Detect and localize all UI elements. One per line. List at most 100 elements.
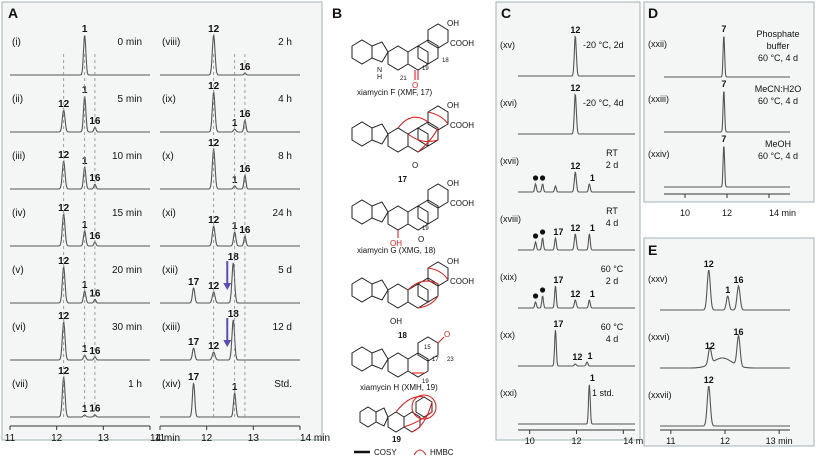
chromatogram-line [660,333,790,369]
peak-label: 12 [58,366,70,377]
trace-condition-label-2: 2 d [606,276,619,286]
trace-roman-label: (v) [12,265,24,276]
chromatogram-line [518,34,635,77]
dot-marker [539,229,546,235]
structure-xmf-c21: 21 [400,76,407,82]
trace-roman-label: (x) [162,151,174,162]
chromatogram-line [518,384,635,425]
chromatogram-line [10,320,150,361]
trace-time-label: 30 min [112,322,142,333]
structure-xmf-o-atom: O [412,81,418,90]
panel-b-letter: B [332,5,342,21]
x-tick-label: 10 [525,436,535,446]
structure-xmf-n: N [377,67,382,74]
structure-xmf-h: H [377,74,382,81]
peak-label: 1 [588,351,593,361]
panel-d-box [643,1,815,203]
peak-label: 12 [570,25,580,35]
peak-label: 7 [721,79,726,89]
peak-label: 12 [208,24,220,35]
peak-label: 1 [590,373,595,383]
chromatogram-line [664,146,790,188]
trace-time-label: 20 min [112,265,142,276]
trace-condition-label: RT [606,206,618,216]
panel-c-trace-xxi: (xxi) 1 std. 1 [500,373,635,425]
trace-condition-label: 1 std. [592,388,614,398]
trace-condition-label-2: 60 °C, 4 d [758,151,798,161]
trace-roman-label: (xv) [500,40,515,50]
compound-label-19: 19 [392,435,401,444]
trace-time-label: Std. [274,379,292,390]
chromatogram-line [660,385,790,427]
structure-xmg-oh-red: OH [390,239,402,248]
trace-roman-label: (xxvii) [648,390,672,400]
structure-xmf-c18: 18 [442,58,449,64]
structure-17-cooh: COOH [450,121,474,130]
trace-condition-label-2: 2 d [606,160,619,170]
peak-label: 12 [704,259,714,269]
trace-time-label: 5 min [118,94,142,105]
trace-condition-label-2: buffer [767,41,790,51]
peak-label: 1 [590,173,595,183]
peak-label: 17 [188,337,200,348]
x-tick-label: 12 [722,208,732,218]
trace-roman-label: (xxi) [500,388,517,398]
trace-roman-label: (xvi) [500,98,517,108]
peak-label: 16 [734,275,744,285]
trace-time-label: 0 min [118,37,142,48]
chromatogram-line [160,319,300,361]
dot-marker [532,175,539,181]
trace-condition-label: 60 °C [601,264,624,274]
trace-roman-label: (iv) [12,208,26,219]
x-tick-label: 12 [51,433,63,444]
peak-label: 12 [572,352,582,362]
trace-roman-label: (xviii) [500,214,521,224]
chromatogram-line [160,147,300,190]
panel-b-structures: B O OH COOH N H 21 19 18 xiamycin F (XMF… [332,5,474,457]
chromatogram-line [160,382,300,418]
peak-label: 16 [734,327,744,337]
chromatogram-line [660,269,790,311]
trace-time-label: 15 min [112,208,142,219]
structure-17-oh: OH [447,101,459,110]
structure-17-correlations: OH COOH O [351,101,474,170]
panel-c-box [495,1,641,441]
x-tick-label: 11 [666,436,675,446]
trace-condition-label-1: MeOH [765,139,791,149]
trace-time-label: 12 d [273,322,292,333]
trace-time-label: 4 h [278,94,292,105]
trace-roman-label: (xiv) [162,379,181,390]
trace-roman-label: (xii) [162,265,178,276]
peak-label: 1 [82,220,88,231]
structure-xmg: OH OH COOH O 19 [351,179,474,248]
hmbc-legend-arrow [413,449,427,456]
peak-label: 17 [188,372,200,383]
peak-label: 12 [58,203,70,214]
structure-xmg-cooh: COOH [450,199,474,208]
trace-condition-label-2: 4 d [606,218,619,228]
trace-condition-label-1: Phosphate [756,29,799,39]
structure-xmg-oh: OH [447,179,459,188]
x-tick-label: 12 [571,436,581,446]
peak-label: 1 [590,223,595,233]
structure-xmf: O OH COOH N H 21 19 18 [351,19,474,90]
peak-label: 12 [208,281,220,292]
structure-xmg-o: O [418,235,424,244]
trace-roman-label: (xxiii) [648,94,669,104]
compound-name-xmg: xiamycin G (XMG, 18) [357,246,436,255]
trace-roman-label: (xxvi) [648,332,670,342]
dot-marker [532,233,539,239]
peak-label: 17 [553,319,563,329]
x-tick-label: 10 [680,208,690,218]
